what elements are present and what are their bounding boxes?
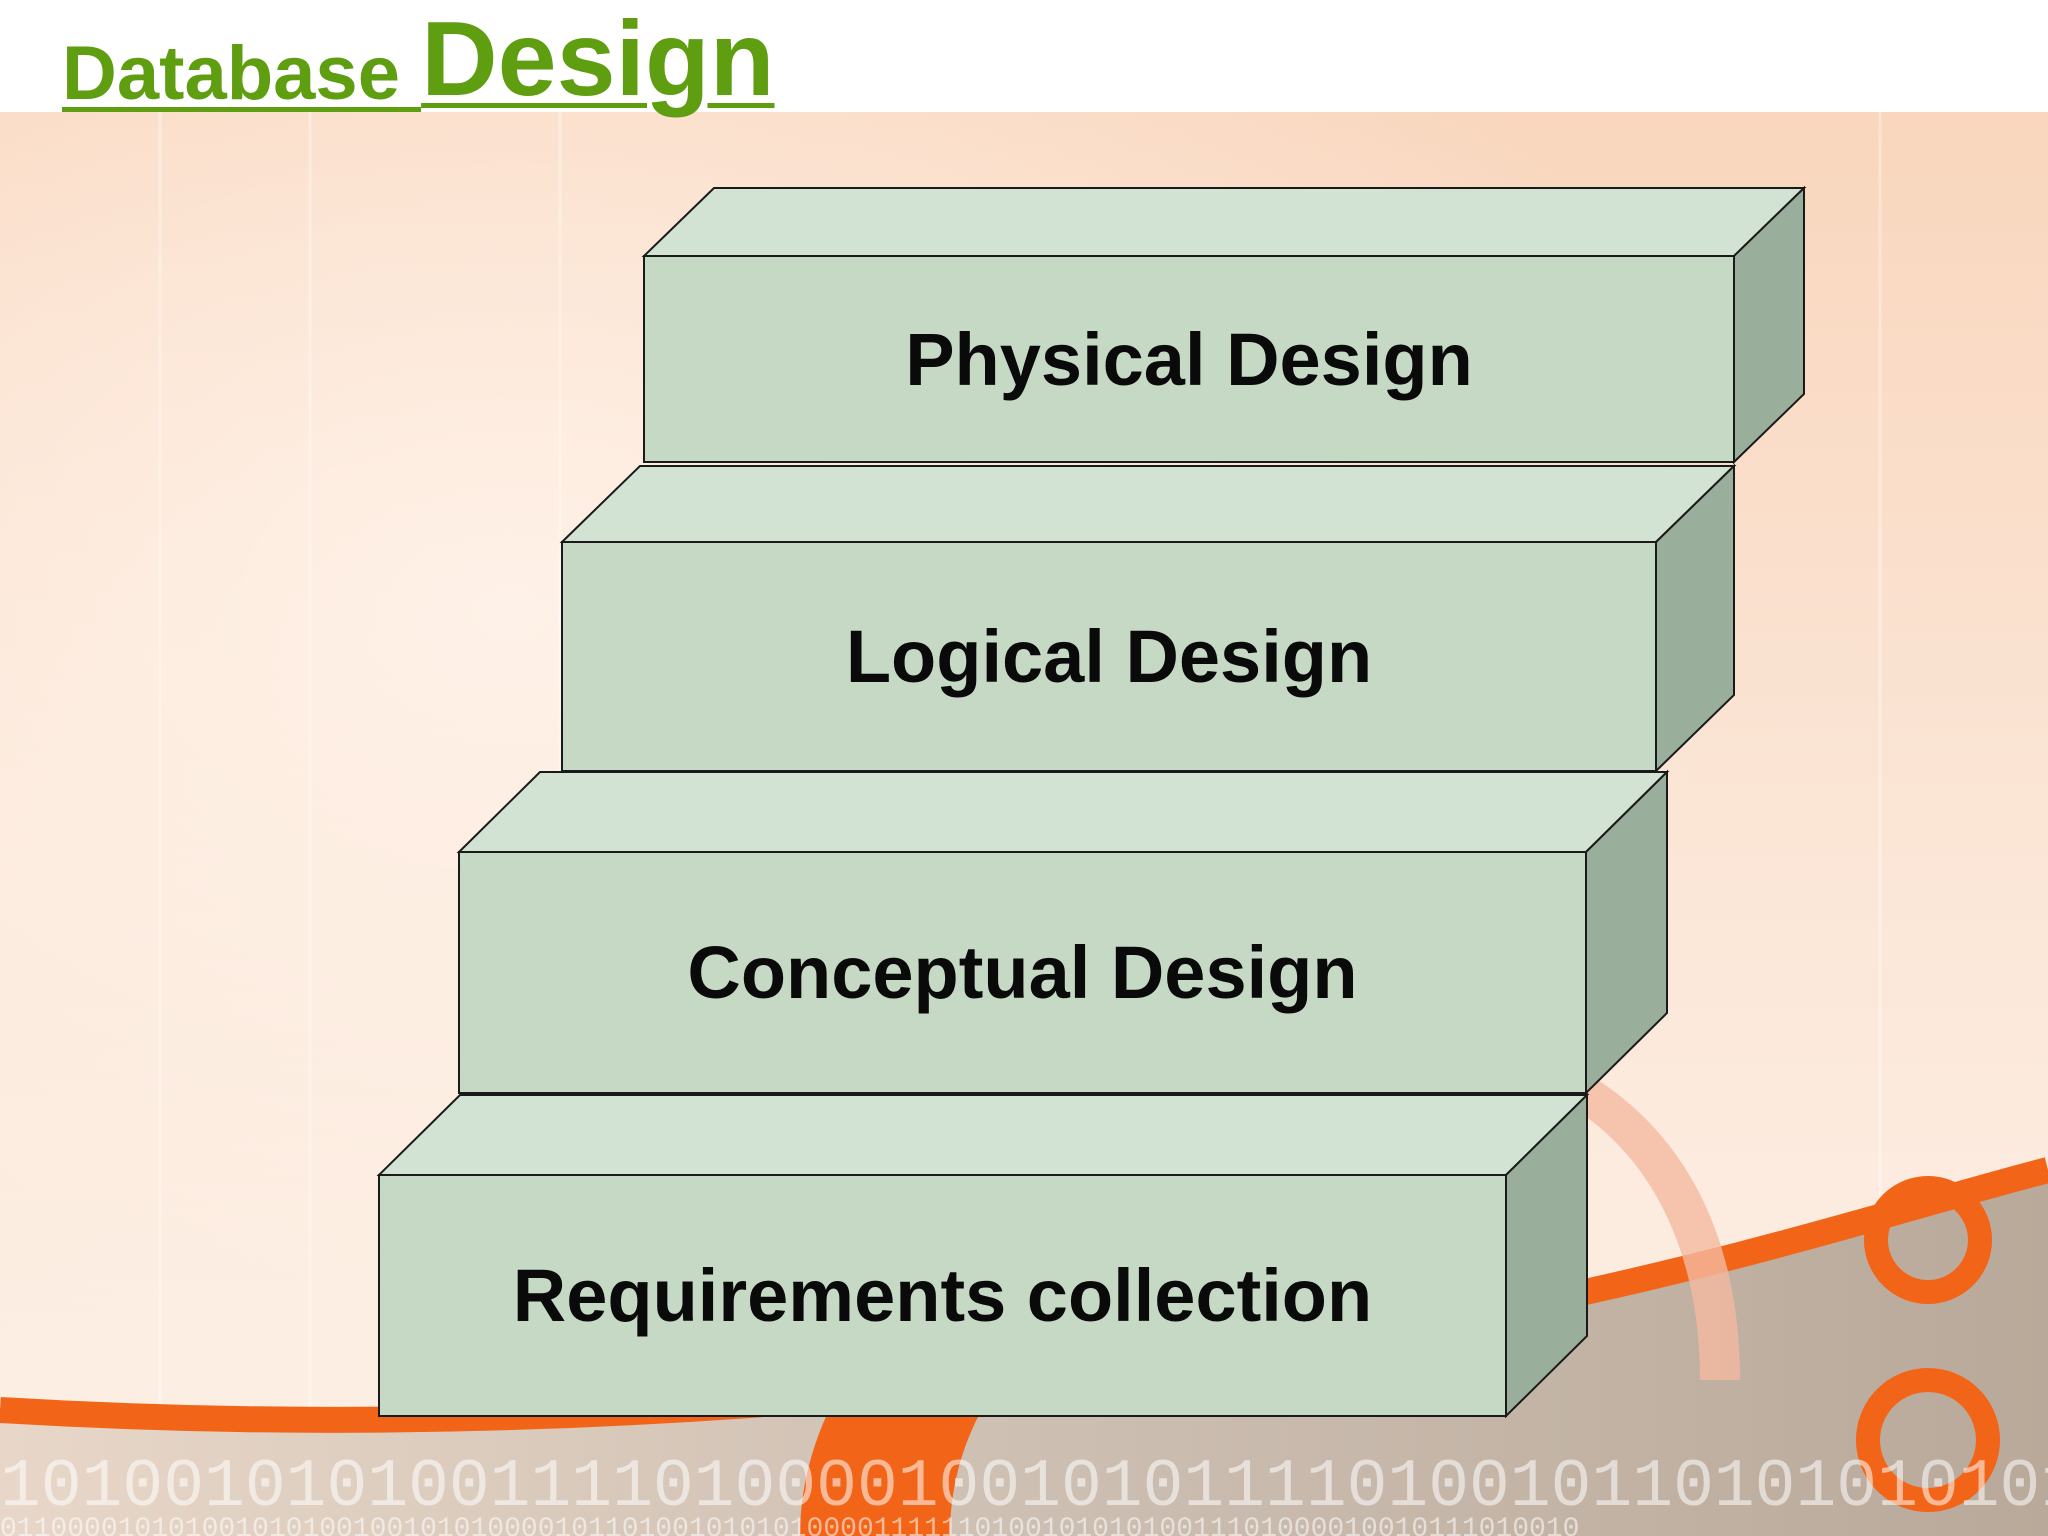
title-part-design: Design xyxy=(421,0,775,118)
step-physical-design xyxy=(641,185,1807,465)
step-label-requirements-collection: Requirements collection xyxy=(512,1254,1373,1337)
step-logical-front xyxy=(561,541,1657,772)
step-conceptual-top xyxy=(456,771,1670,853)
step-label-logical-design: Logical Design xyxy=(845,615,1373,698)
step-requirements-collection xyxy=(376,1092,1590,1419)
step-label-physical-design: Physical Design xyxy=(905,317,1473,401)
step-conceptual-front xyxy=(458,851,1587,1094)
step-conceptual-design xyxy=(456,769,1670,1096)
step-label-conceptual-design: Conceptual Design xyxy=(687,931,1358,1014)
step-requirements-front xyxy=(378,1174,1507,1417)
step-physical-top xyxy=(641,187,1807,257)
step-logical-top xyxy=(559,465,1737,543)
binary-text-row2: 0110000101010010101001001010100001011010… xyxy=(0,1514,1579,1536)
step-logical-design xyxy=(559,463,1737,774)
page-title: Database Design xyxy=(62,0,775,112)
binary-text-row1: 1010010101001111010000100101011110100101… xyxy=(0,1449,2048,1526)
step-physical-front xyxy=(643,255,1735,463)
title-part-database: Database xyxy=(62,31,400,116)
step-requirements-top xyxy=(376,1094,1590,1176)
